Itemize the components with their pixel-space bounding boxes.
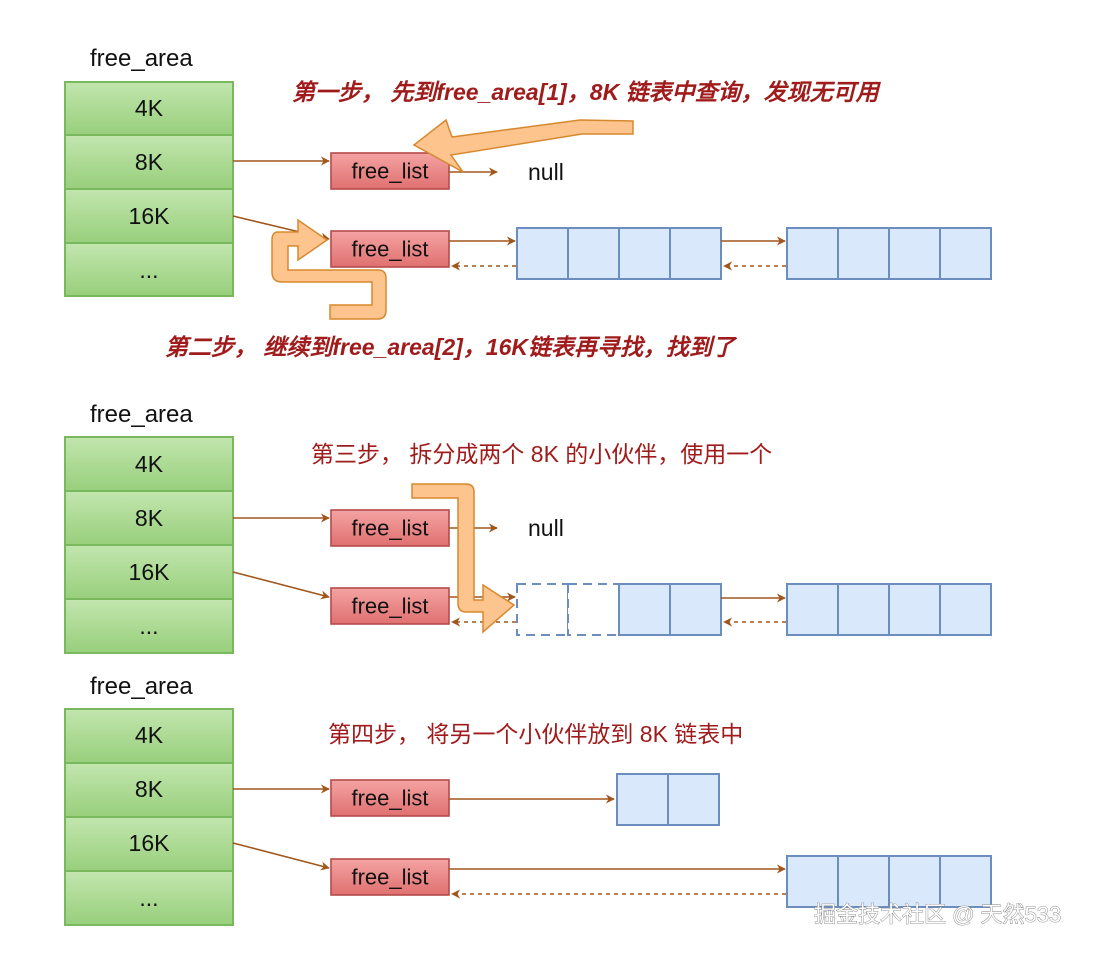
- free-area-cell: 16K: [64, 188, 234, 244]
- cell-label: ...: [139, 885, 158, 911]
- memory-block: [786, 583, 839, 636]
- free-list-label: free_list: [351, 237, 428, 262]
- free-area-cell: 8K: [64, 762, 234, 818]
- block-group: [786, 583, 992, 636]
- cell-label: 8K: [135, 149, 164, 175]
- memory-block: [888, 855, 941, 908]
- cell-label: ...: [139, 613, 158, 639]
- block-group: [786, 855, 992, 908]
- memory-block: [669, 227, 722, 280]
- block-group: [516, 583, 722, 636]
- free-area-cell: 4K: [64, 436, 234, 492]
- free-area-cell: 4K: [64, 81, 234, 136]
- free-area-cell: ...: [64, 242, 234, 297]
- arrow-16k-to-freelist: [232, 842, 330, 871]
- watermark: 掘金技术社区 @ 天然533: [814, 902, 1061, 927]
- cell-label: 8K: [135, 776, 164, 802]
- cell-label: 16K: [129, 203, 171, 229]
- memory-block: [618, 583, 671, 636]
- step-2-caption: 第二步， 继续到free_area[2]，16K链表再寻找，找到了: [165, 334, 738, 360]
- free-list-node-8k: free_list: [330, 152, 450, 190]
- step-1-caption: 第一步， 先到free_area[1]，8K 链表中查询，发现无可用: [292, 79, 882, 105]
- free-list-node-8k: free_list: [330, 509, 450, 547]
- panel-step-4: free_area 4K 8K 16K ... 第四步， 将另一个小伙伴放到 8…: [64, 673, 992, 926]
- free-area-column: 4K 8K 16K ...: [64, 708, 234, 926]
- memory-block: [939, 227, 992, 280]
- memory-block: [837, 855, 890, 908]
- memory-block: [667, 773, 720, 826]
- free-list-label: free_list: [351, 159, 428, 184]
- memory-block: [669, 583, 722, 636]
- memory-block: [616, 773, 669, 826]
- free-list-label: free_list: [351, 786, 428, 811]
- callout-arrow-step-2: [271, 218, 387, 320]
- memory-block: [939, 855, 992, 908]
- cell-label: 8K: [135, 505, 164, 531]
- free-area-title: free_area: [90, 45, 193, 72]
- free-area-cell: 16K: [64, 816, 234, 872]
- step-4-caption: 第四步， 将另一个小伙伴放到 8K 链表中: [328, 721, 743, 747]
- memory-block: [888, 583, 941, 636]
- memory-block-allocated: [567, 583, 620, 636]
- memory-block: [618, 227, 671, 280]
- cell-label: ...: [139, 257, 158, 283]
- panel-step-1-2: free_area 4K 8K 16K ... 第一步， 先到free_area…: [64, 45, 992, 360]
- free-list-label: free_list: [351, 516, 428, 541]
- callout-arrow-step-1: [412, 118, 634, 173]
- free-list-node-8k: free_list: [330, 779, 450, 817]
- memory-block: [837, 583, 890, 636]
- free-area-title: free_area: [90, 673, 193, 700]
- free-list-label: free_list: [351, 865, 428, 890]
- memory-block: [786, 855, 839, 908]
- cell-label: 16K: [129, 559, 171, 585]
- memory-block-allocated: [516, 583, 569, 636]
- arrow-16k-to-freelist: [232, 571, 330, 600]
- free-list-node-16k: free_list: [330, 587, 450, 625]
- memory-block: [939, 583, 992, 636]
- free-area-cell: 8K: [64, 134, 234, 190]
- null-label: null: [528, 159, 564, 185]
- cell-label: 4K: [135, 451, 164, 477]
- free-area-cell: ...: [64, 598, 234, 654]
- memory-block: [837, 227, 890, 280]
- panel-step-3: free_area 4K 8K 16K ... 第三步， 拆分成两个 8K 的小…: [64, 401, 992, 654]
- cell-label: 16K: [129, 830, 171, 856]
- memory-block: [888, 227, 941, 280]
- memory-block: [567, 227, 620, 280]
- step-3-caption: 第三步， 拆分成两个 8K 的小伙伴，使用一个: [311, 441, 772, 467]
- free-area-cell: 4K: [64, 708, 234, 764]
- callout-arrow-step-3: [411, 483, 516, 634]
- block-group: [516, 227, 722, 280]
- free-list-node-16k: free_list: [330, 230, 450, 268]
- block-group: [616, 773, 720, 826]
- memory-block: [516, 227, 569, 280]
- memory-block: [786, 227, 839, 280]
- null-label: null: [528, 515, 564, 541]
- free-area-column: 4K 8K 16K ...: [64, 436, 234, 654]
- free-area-column: 4K 8K 16K ...: [64, 81, 234, 297]
- free-area-cell: 16K: [64, 544, 234, 600]
- free-list-label: free_list: [351, 594, 428, 619]
- free-area-title: free_area: [90, 401, 193, 428]
- free-area-cell: 8K: [64, 490, 234, 546]
- free-list-node-16k: free_list: [330, 858, 450, 896]
- cell-label: 4K: [135, 722, 164, 748]
- block-group: [786, 227, 992, 280]
- free-area-cell: ...: [64, 870, 234, 926]
- cell-label: 4K: [135, 95, 164, 121]
